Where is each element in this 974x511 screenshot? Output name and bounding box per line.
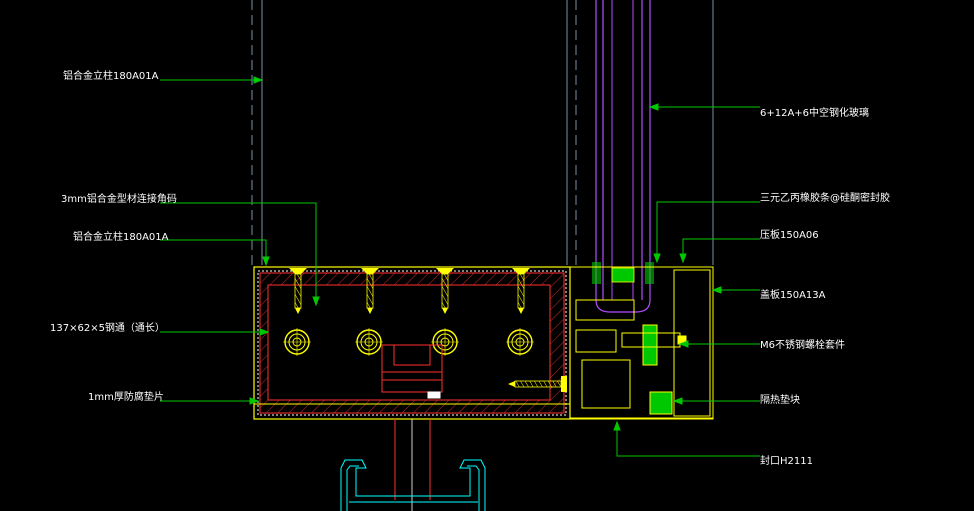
- label-epdm: 三元乙丙橡胶条@硅酮密封胶: [760, 191, 890, 204]
- label-steel-tube: 137×62×5钢通（通长）: [50, 321, 165, 334]
- upper-mullion: [251, 0, 714, 265]
- bottom-channel: [340, 459, 486, 511]
- label-connector: 3mm铝合金型材连接角码: [61, 192, 177, 205]
- aluminium-frame: [569, 266, 714, 420]
- label-mullion-mid: 铝合金立柱180A01A: [73, 230, 169, 243]
- label-mullion-top: 铝合金立柱180A01A: [63, 69, 159, 82]
- leader-lines: [160, 76, 760, 457]
- insulated-glass-unit: [592, 0, 654, 313]
- steel-bracket: [381, 344, 443, 511]
- side-screw: [508, 376, 567, 392]
- label-press-plate: 压板150A06: [760, 228, 819, 241]
- label-thermal-block: 隔热垫块: [760, 393, 800, 406]
- label-glass: 6+12A+6中空钢化玻璃: [760, 106, 869, 119]
- bolt-holes: [283, 328, 534, 356]
- label-insulation-pad: 1mm厚防腐垫片: [88, 390, 164, 403]
- label-bolt: M6不锈钢螺栓套件: [760, 338, 845, 351]
- label-seal: 封口H2111: [760, 454, 813, 467]
- connector-screws: [289, 268, 530, 314]
- steel-tube-section: [253, 266, 571, 420]
- label-cover-plate: 盖板150A13A: [760, 288, 826, 301]
